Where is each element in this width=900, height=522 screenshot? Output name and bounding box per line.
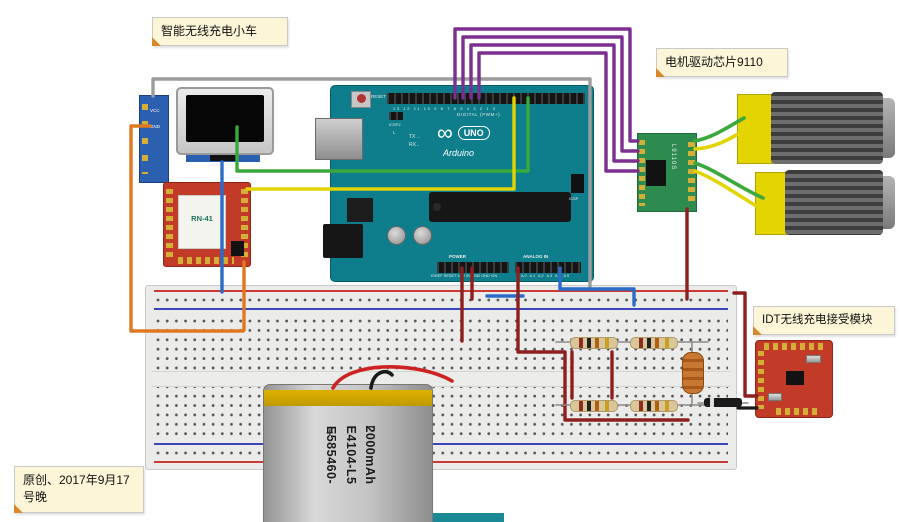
breakout-pins [142,104,148,174]
resistor-1[interactable] [570,337,618,349]
battery-model-line2: E585460- [324,425,339,485]
tx-label: TX→ [409,134,421,140]
power-rail-red-line [154,461,728,463]
battery-tape [264,390,432,406]
motor-body [785,170,883,235]
oled-screen [186,95,264,142]
power-rail-holes [154,294,728,306]
rn41-module-shield: RN-41 [178,195,226,249]
rn41-label: RN-41 [191,214,213,223]
arduino-uno-board[interactable]: RESET 13 12 11 10 9 8 7 6 5 4 3 2 1 0 DI… [315,85,594,282]
icsp2-label: ICSP2 [389,122,401,127]
battery-connector-strip[interactable] [362,513,504,522]
model-label: UNO [457,126,490,140]
wire-green-motor2[interactable] [693,161,765,200]
breadboard-bottom-rail [154,443,728,465]
solder-pads [166,189,173,259]
note-title-text: 智能无线充电小车 [161,24,258,38]
note-title[interactable]: 智能无线充电小车 [152,17,288,47]
lipo-battery[interactable]: 2000mAh E4104-L5 E585460- + − [263,384,433,522]
power-header [437,262,509,273]
note-driver-chip-text: 电机驱动芯片9110 [665,55,763,69]
note-receiver-module-text: IDT无线充电接受模块 [762,314,873,326]
icsp-header [571,174,584,193]
arduino-logo: ∞ UNO [437,122,490,144]
driver-output-pads [688,142,695,204]
motor-body [771,92,883,164]
driver-label: L9110S [670,144,676,171]
power-rail-holes [154,447,728,459]
oled-display[interactable] [176,87,274,155]
power-rail-blue-line [154,443,728,445]
i2c-breakout-board[interactable]: VCC GND [139,95,169,183]
wire-yellow-motor2[interactable] [693,169,765,212]
power-rail-blue-line [154,308,728,310]
breadboard-center-groove [152,370,730,387]
battery-label: 2000mAh E4104-L5 E585460- [302,407,398,503]
motor-gearbox [737,94,773,164]
power-label: POWER [449,254,467,259]
bluetooth-module-rn41[interactable]: RN-41 [163,182,251,267]
capacitor [387,226,406,245]
infinity-logo-icon: ∞ [437,120,453,145]
motor-end-cap [883,98,895,158]
driver-chip [646,160,666,186]
power-rail-red-line [154,290,728,292]
breadboard-top-rail [154,290,728,312]
motor-gearbox [755,172,787,235]
capacitor [413,226,432,245]
breadboard[interactable] [145,285,737,470]
battery-model-line1: E4104-L5 [343,425,358,485]
receiver-chip [786,371,804,385]
motor-driver-board[interactable]: L9110S [637,133,697,212]
analog-label: ANALOG IN [523,254,549,259]
analog-pin-names: A0 A1 A2 A3 A4 A5 [521,274,571,278]
atmega328-chip [429,192,571,222]
receiver-pads-left [758,351,764,409]
note-credit[interactable]: 原创、2017年9月17号晚 [14,466,144,513]
note-credit-text: 原创、2017年9月17号晚 [23,473,130,505]
reset-label: RESET [371,94,387,99]
receiver-pads-bottom [776,408,820,415]
driver-input-pins [639,140,645,206]
icsp2-header [389,112,403,120]
pin-label-vcc: VCC [150,108,160,113]
led-l-label: L [393,130,396,135]
digital-label: DIGITAL (PWM~) [457,112,501,117]
resistor-4[interactable] [630,400,678,412]
dc-motor-1[interactable] [737,92,895,164]
breadboard-main-area [152,317,730,438]
power-jack [323,224,363,258]
inductor-coil[interactable] [682,352,704,394]
icsp-label: ICSP [569,196,579,201]
digital-header [387,93,585,104]
dc-motor-2[interactable] [755,170,895,235]
wireless-receiver-board[interactable] [755,340,833,418]
solder-pads [178,257,234,264]
rx-label: RX← [409,142,421,148]
receiver-capacitor [768,393,782,401]
voltage-regulator [347,198,373,222]
resistor-2[interactable] [630,337,678,349]
note-receiver-module[interactable]: IDT无线充电接受模块 [753,306,895,335]
brand-label: Arduino [443,148,475,158]
receiver-capacitor [806,355,821,363]
reset-button [351,91,371,108]
note-driver-chip[interactable]: 电机驱动芯片9110 [656,48,788,78]
battery-plus-mark: + [326,425,334,440]
pin-label-gnd: GND [150,124,160,129]
digital-pin-numbers: 13 12 11 10 9 8 7 6 5 4 3 2 1 0 [393,106,497,111]
diode[interactable] [704,398,742,407]
analog-header [515,262,581,273]
receiver-pads-top [764,343,824,350]
usb-port [315,118,363,160]
rn41-chip [231,241,244,256]
battery-minus-mark: − [368,419,376,434]
motor-end-cap [883,176,895,229]
resistor-3[interactable] [570,400,618,412]
power-pin-names: IOREF RESET 3.3V 5V GND GND VIN [431,274,498,278]
